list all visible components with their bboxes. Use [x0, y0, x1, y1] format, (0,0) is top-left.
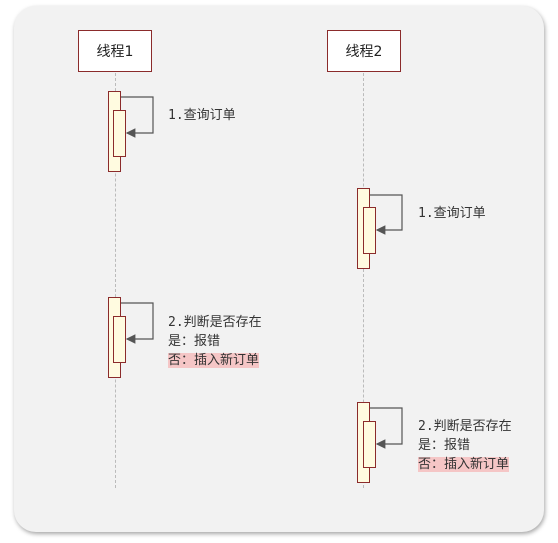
- message-check-exists-thread-1: 2.判断是否存在 是：报错 否：插入新订单: [168, 313, 262, 370]
- message-line: 是：报错: [168, 334, 221, 349]
- message-check-exists-thread-2: 2.判断是否存在 是：报错 否：插入新订单: [418, 417, 512, 474]
- activation-bar-nested: [113, 316, 126, 363]
- message-line: 2.判断是否存在: [168, 315, 262, 330]
- participant-thread-1: 线程1: [78, 30, 152, 72]
- participant-thread-2: 线程2: [327, 30, 401, 72]
- self-call-arrow: [121, 302, 154, 344]
- self-call-arrow: [370, 194, 403, 235]
- activation-bar-nested: [363, 421, 376, 468]
- self-call-arrow: [121, 96, 154, 138]
- message-line: 是：报错: [418, 438, 471, 453]
- participant-label: 线程1: [96, 44, 134, 60]
- message-line-highlighted: 否：插入新订单: [168, 353, 260, 368]
- self-call-arrow: [370, 407, 403, 449]
- lifeline-thread-1: [115, 73, 116, 488]
- activation-bar-nested: [363, 207, 376, 254]
- lifeline-thread-2: [363, 73, 364, 488]
- message-line-highlighted: 否：插入新订单: [418, 457, 510, 472]
- message-line: 1.查询订单: [168, 108, 236, 123]
- participant-label: 线程2: [345, 44, 383, 60]
- message-line: 2.判断是否存在: [418, 419, 512, 434]
- message-query-order-thread-2: 1.查询订单: [418, 204, 486, 223]
- diagram-card: [14, 6, 544, 532]
- activation-bar-nested: [113, 110, 126, 157]
- message-query-order-thread-1: 1.查询订单: [168, 106, 236, 125]
- message-line: 1.查询订单: [418, 206, 486, 221]
